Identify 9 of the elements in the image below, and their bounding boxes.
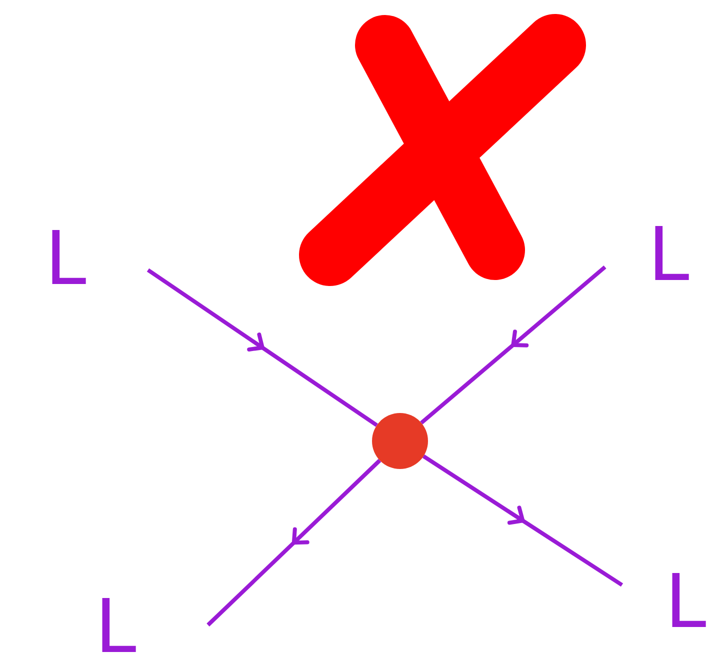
line-label: L bbox=[648, 218, 690, 292]
arrow bbox=[420, 265, 606, 424]
arrow bbox=[422, 454, 624, 587]
line-label: L bbox=[95, 590, 136, 664]
line-label: L bbox=[665, 565, 706, 639]
line-label: L bbox=[45, 222, 86, 296]
vertex-dot bbox=[372, 413, 428, 469]
arrow bbox=[146, 268, 378, 427]
arrow bbox=[206, 458, 382, 626]
